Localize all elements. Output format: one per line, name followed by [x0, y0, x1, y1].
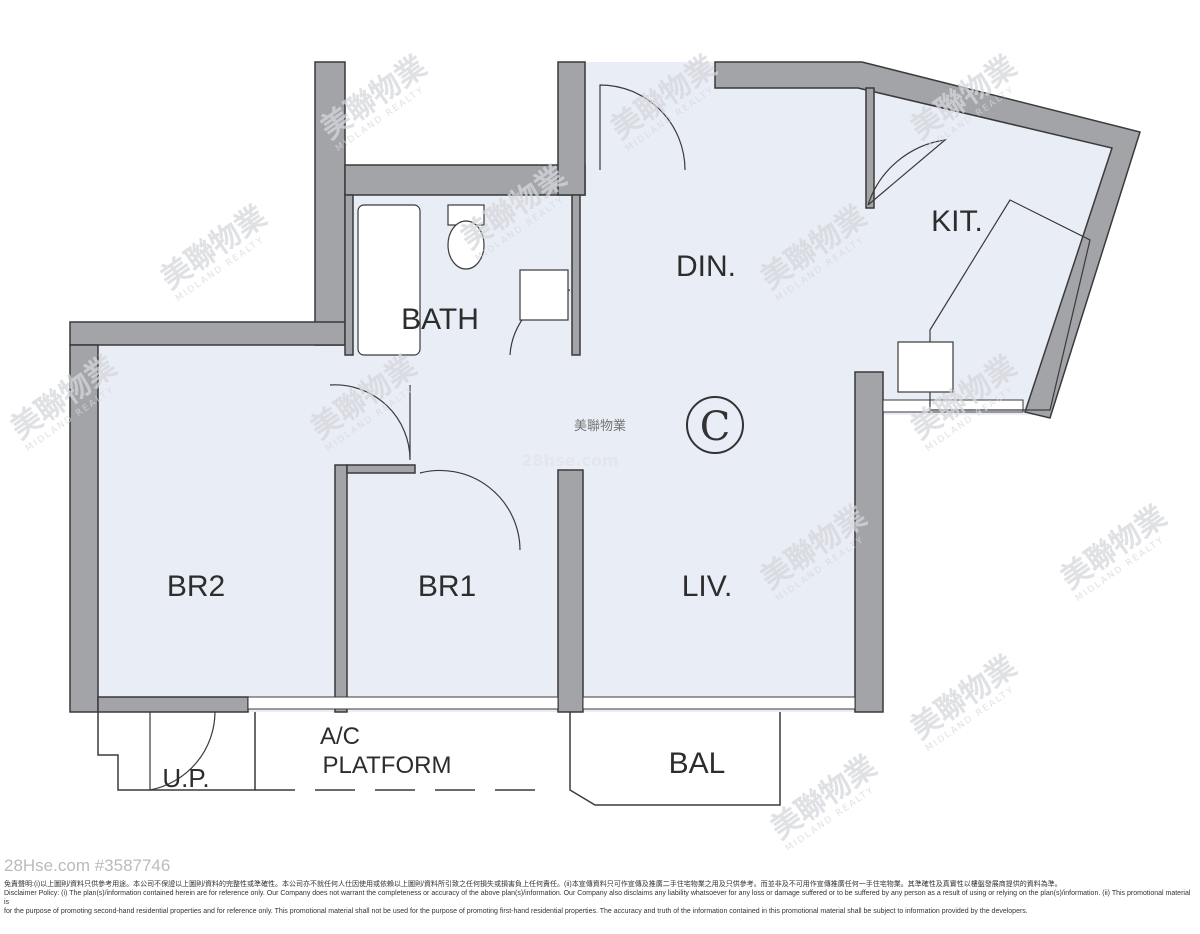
- label-ac-platform-2: PLATFORM: [323, 752, 452, 779]
- label-ac-platform-1: A/C: [320, 723, 360, 750]
- disclaimer-zh: 免責聲明:(i)以上圖則/資料只供參考用途。本公司不保證以上圖則/資料的完整性或…: [4, 881, 1062, 888]
- fixtures: [357, 199, 1091, 411]
- label-bathroom: BATH: [401, 303, 479, 336]
- listing-id: 28Hse.com #3587746: [4, 856, 171, 875]
- center-brand: 美聯物業: [574, 418, 626, 434]
- disclaimer-en-1: Disclaimer Policy: (i) The plan(s)/infor…: [4, 890, 1191, 906]
- toilet: [447, 220, 485, 270]
- center-site-watermark: 28hse.com: [521, 451, 618, 470]
- kitchen-counter: [929, 199, 1091, 411]
- label-bedroom-2: BR2: [167, 570, 225, 603]
- disclaimer-en-2: for the purpose of promoting second-hand…: [4, 908, 1028, 915]
- outdoor-areas: [97, 712, 781, 806]
- label-balcony: BAL: [669, 747, 726, 780]
- basin: [519, 269, 569, 321]
- label-dining: DIN.: [676, 250, 736, 283]
- label-living: LIV.: [682, 570, 733, 603]
- label-kitchen: KIT.: [931, 205, 983, 238]
- svg-text:C: C: [700, 404, 731, 450]
- room-labels: DIN. KIT. BATH BR2 BR1 LIV. A/C PLATFORM…: [162, 205, 982, 793]
- unit-marker: C: [686, 396, 744, 454]
- label-bedroom-1: BR1: [418, 570, 476, 603]
- walls: [69, 61, 1141, 713]
- door-swings: [149, 84, 947, 791]
- disclaimer: 免責聲明:(i)以上圖則/資料只供參考用途。本公司不保證以上圖則/資料的完整性或…: [4, 880, 1194, 916]
- label-utility-platform: U.P.: [162, 763, 209, 793]
- windows: [247, 399, 1024, 710]
- bathtub: [357, 204, 421, 356]
